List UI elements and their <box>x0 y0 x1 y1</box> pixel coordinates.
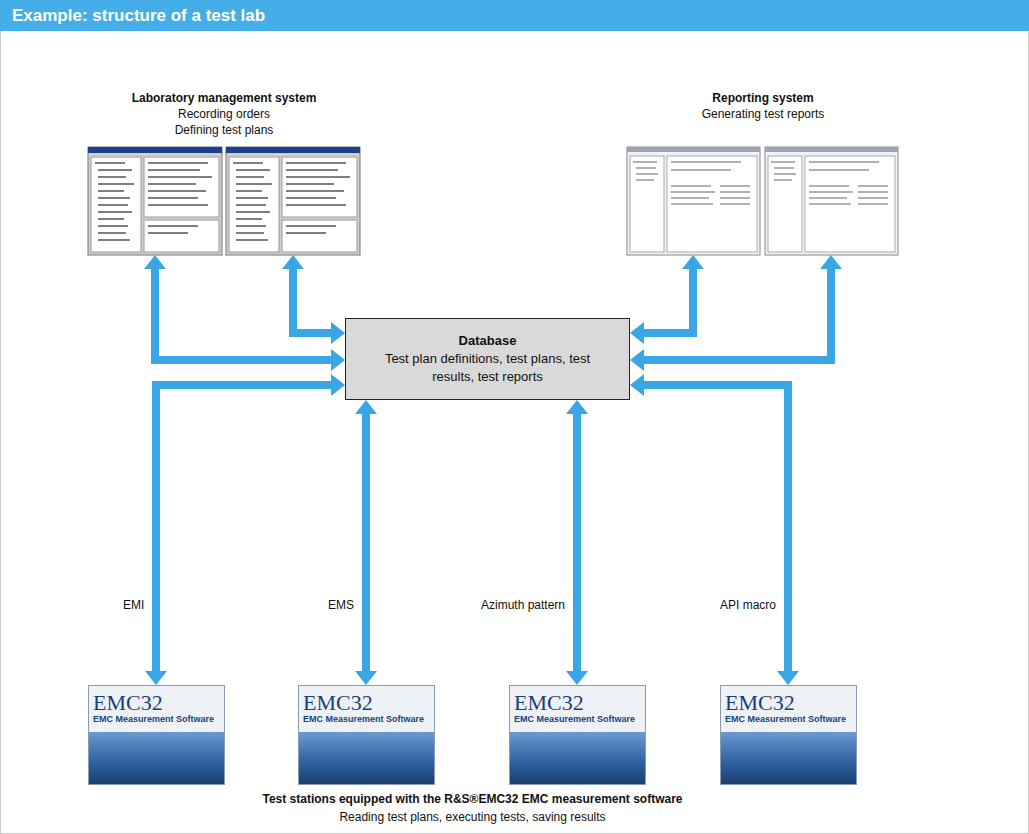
group-heading: Reporting system <box>620 90 906 106</box>
lab-screenshot <box>226 147 360 255</box>
software-logo: EMC32 <box>514 691 641 714</box>
arrow-head <box>630 322 644 344</box>
system-group: Reporting systemGenerating test reports <box>620 90 906 255</box>
arrow-line <box>573 412 581 673</box>
test-station-box: EMC32EMC Measurement Software <box>509 685 646 785</box>
arrow-head <box>331 322 345 344</box>
edge-label: EMS <box>326 598 356 612</box>
arrow-head <box>145 671 167 685</box>
test-station-box: EMC32EMC Measurement Software <box>298 685 435 785</box>
arrow-line <box>156 385 333 673</box>
data-link-arrow <box>630 255 842 371</box>
arrow-head <box>630 349 644 371</box>
arrow-head <box>331 374 345 396</box>
edge-label: Azimuth pattern <box>479 598 567 612</box>
header-bar <box>0 0 1029 31</box>
software-name: EMC Measurement Software <box>93 714 220 725</box>
arrow-head <box>630 374 644 396</box>
group-subtext: Generating test reports <box>620 106 906 122</box>
group-heading: Laboratory management system <box>80 90 368 106</box>
arrow-head <box>282 255 304 269</box>
arrow-head <box>355 400 377 414</box>
software-logo: EMC32 <box>93 691 220 714</box>
data-link-arrow <box>144 255 345 371</box>
database-box: DatabaseTest plan definitions, test plan… <box>345 318 630 400</box>
software-logo: EMC32 <box>303 691 430 714</box>
lab-screenshot <box>88 147 222 255</box>
data-link-arrow <box>566 400 588 685</box>
edge-label: API macro <box>718 598 778 612</box>
report-screenshot <box>627 147 760 255</box>
software-logo: EMC32 <box>725 691 852 714</box>
data-link-arrow <box>630 255 704 344</box>
test-station-box: EMC32EMC Measurement Software <box>720 685 857 785</box>
arrow-head <box>566 400 588 414</box>
arrow-line <box>362 412 370 673</box>
test-station-box: EMC32EMC Measurement Software <box>88 685 225 785</box>
database-contents: Test plan definitions, test plans, test … <box>380 350 595 386</box>
arrow-line <box>642 267 693 333</box>
system-group: Laboratory management systemRecording or… <box>80 90 368 255</box>
edge-label: EMI <box>121 598 146 612</box>
arrow-line <box>293 267 333 333</box>
arrow-line <box>642 267 831 360</box>
report-screenshot <box>765 147 898 255</box>
arrow-line <box>642 385 788 673</box>
group-subtext: Recording orders Defining test plans <box>162 106 287 138</box>
stations-subtext: Reading test plans, executing tests, sav… <box>60 810 885 824</box>
software-name: EMC Measurement Software <box>514 714 641 725</box>
data-link-arrow <box>630 374 799 685</box>
arrow-head <box>331 349 345 371</box>
title-text: Example: structure of a test lab <box>12 6 265 26</box>
arrow-head <box>566 671 588 685</box>
arrow-head <box>144 255 166 269</box>
database-heading: Database <box>459 332 517 350</box>
data-link-arrow <box>145 374 345 685</box>
stations-heading: Test stations equipped with the R&S®EMC3… <box>60 792 885 806</box>
software-name: EMC Measurement Software <box>725 714 852 725</box>
arrow-head <box>777 671 799 685</box>
software-name: EMC Measurement Software <box>303 714 430 725</box>
arrow-head <box>820 255 842 269</box>
data-link-arrow <box>355 400 377 685</box>
data-link-arrow <box>282 255 345 344</box>
arrow-head <box>682 255 704 269</box>
arrow-line <box>155 267 333 360</box>
arrow-head <box>355 671 377 685</box>
